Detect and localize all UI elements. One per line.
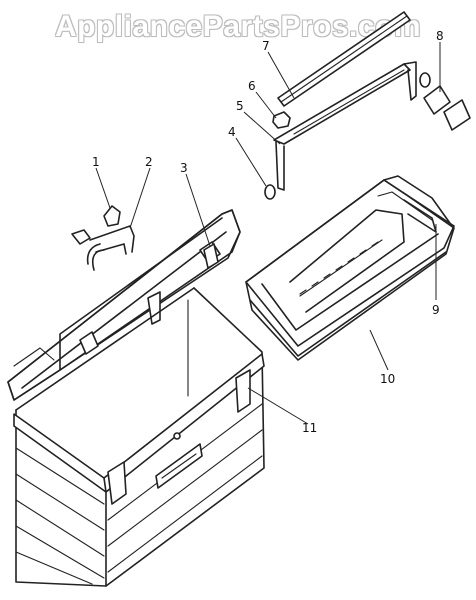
callout-11: 11 xyxy=(302,421,317,435)
callout-3: 3 xyxy=(180,161,188,175)
tool-box-body xyxy=(13,287,265,587)
callout-6: 6 xyxy=(248,79,256,93)
callout-8: 8 xyxy=(436,29,444,43)
leader-lines xyxy=(95,42,441,425)
part-7-handle-bar xyxy=(277,11,411,107)
part-2-carry-handle xyxy=(71,225,135,271)
callout-9: 9 xyxy=(432,303,440,317)
tool-box-lid xyxy=(7,209,241,401)
part-10-tray xyxy=(245,175,455,361)
part-6-knob xyxy=(272,111,291,129)
callout-7: 7 xyxy=(262,39,270,53)
part-3-hinge xyxy=(203,243,219,269)
callout-4: 4 xyxy=(228,125,236,139)
part-5-tray-bracket xyxy=(273,61,417,191)
callout-1: 1 xyxy=(92,155,100,169)
part-1-latch-clip xyxy=(103,205,121,227)
callout-numbers: 1 2 3 4 5 6 7 8 9 10 11 xyxy=(92,29,444,435)
callout-2: 2 xyxy=(145,155,153,169)
watermark-text: AppliancePartsPros.com xyxy=(54,10,422,43)
part-4-washer xyxy=(264,184,276,200)
part-washer-right xyxy=(419,72,431,88)
callout-10: 10 xyxy=(380,372,395,386)
part-8-decals xyxy=(423,85,471,131)
callout-5: 5 xyxy=(236,99,244,113)
